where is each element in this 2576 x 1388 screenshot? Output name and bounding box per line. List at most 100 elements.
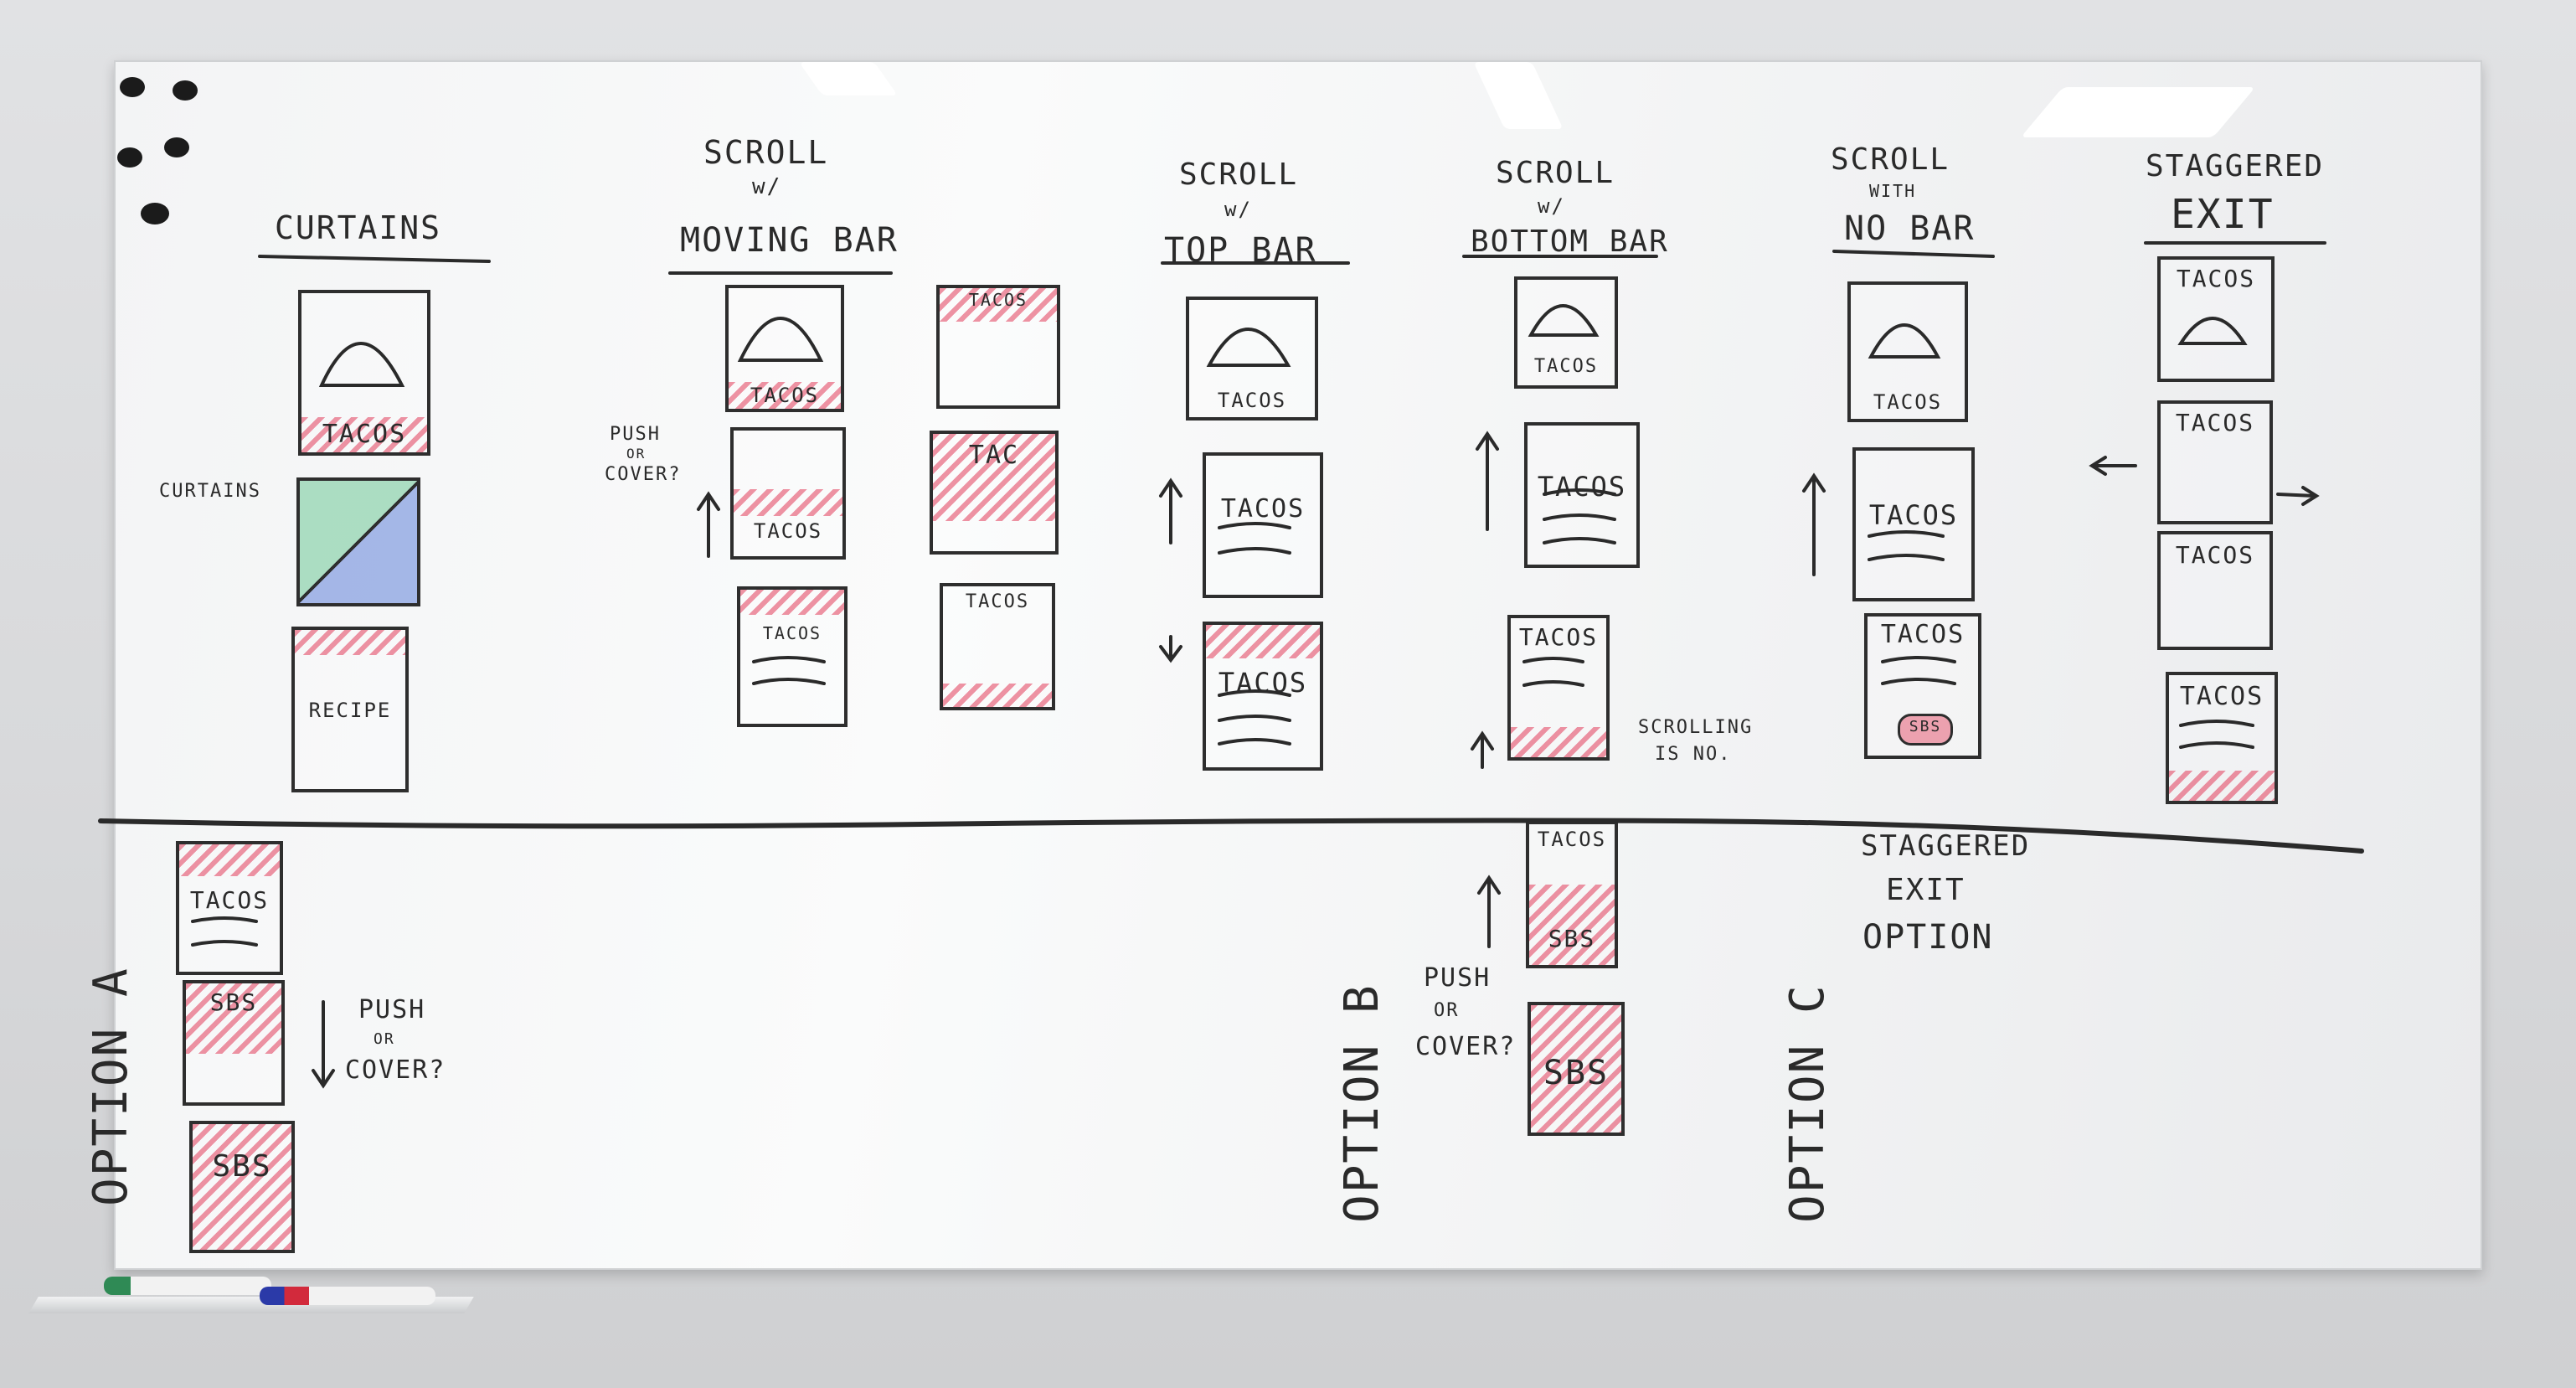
note-scrolling-2: IS NO. bbox=[1655, 744, 1732, 765]
highlight-band bbox=[295, 630, 405, 655]
heading-scroll-bottom-2: w/ bbox=[1538, 194, 1565, 218]
red-marker[interactable] bbox=[260, 1287, 435, 1305]
sketch-card: TACOS bbox=[1847, 281, 1968, 422]
arrow-up-icon bbox=[1476, 431, 1499, 531]
dome-icon bbox=[2177, 317, 2248, 345]
sketch-card: TACOS bbox=[176, 841, 283, 975]
card-label: TACOS bbox=[189, 886, 270, 914]
text-lines bbox=[1543, 488, 1616, 544]
dome-icon bbox=[1528, 304, 1600, 337]
sketch-card: SBS bbox=[1528, 1002, 1625, 1136]
option-c-staggered-1: STAGGERED bbox=[1861, 829, 2031, 863]
card-label: TACOS bbox=[1537, 471, 1627, 503]
card-label: TACOS bbox=[1868, 499, 1959, 531]
arrow-up-icon bbox=[1477, 875, 1501, 948]
highlight-band bbox=[933, 434, 1055, 521]
sketch-card: TACOS bbox=[298, 290, 430, 456]
sketch-card: TACOS bbox=[940, 583, 1055, 710]
heading-curtains: CURTAINS bbox=[275, 209, 442, 246]
magnet-icon[interactable] bbox=[120, 77, 145, 97]
dome-icon bbox=[318, 342, 405, 387]
highlight-band bbox=[186, 983, 281, 1054]
card-label: TACOS bbox=[1873, 390, 1943, 414]
text-lines bbox=[2179, 720, 2254, 749]
sketch-card: TACOS SBS bbox=[1526, 821, 1618, 968]
card-label: TACOS bbox=[1217, 389, 1287, 412]
underline bbox=[258, 255, 491, 263]
highlight-band bbox=[740, 590, 844, 615]
card-label: TACOS bbox=[1533, 356, 1599, 377]
arrow-up-icon bbox=[1802, 472, 1826, 576]
card-label: TACOS bbox=[762, 623, 822, 643]
magnet-icon[interactable] bbox=[164, 137, 189, 157]
card-label: TACOS bbox=[2179, 682, 2264, 711]
sketch-card: SBS bbox=[183, 980, 285, 1106]
highlight-band bbox=[1531, 1005, 1621, 1133]
magnet-icon[interactable] bbox=[141, 203, 169, 224]
card-label: SBS bbox=[1909, 718, 1942, 735]
arrow-up-icon bbox=[1159, 477, 1182, 544]
text-lines bbox=[1881, 656, 1956, 685]
heading-staggered-2: EXIT bbox=[2171, 191, 2275, 238]
option-a-push-2: OR bbox=[374, 1030, 395, 1048]
curtains-sketch bbox=[296, 477, 420, 606]
highlight-band bbox=[729, 382, 841, 409]
card-label: TACOS bbox=[965, 591, 1030, 612]
highlight-band bbox=[179, 844, 280, 876]
heading-scroll-bottom-1: SCROLL bbox=[1496, 156, 1615, 190]
heading-scroll-none-1: SCROLL bbox=[1831, 142, 1950, 177]
option-a-push-1: PUSH bbox=[358, 995, 426, 1024]
card-label: SBS bbox=[1548, 925, 1596, 952]
sketch-card: SBS bbox=[189, 1121, 295, 1253]
option-b-push-1: PUSH bbox=[1424, 963, 1492, 993]
text-lines bbox=[1522, 657, 1584, 687]
green-marker[interactable] bbox=[104, 1277, 271, 1295]
heading-scroll-none-2: WITH bbox=[1869, 181, 1917, 201]
note-curtains: CURTAINS bbox=[159, 481, 261, 502]
highlight-band bbox=[193, 1124, 291, 1250]
card-label: SBS bbox=[1543, 1054, 1610, 1092]
heading-scroll-top-1: SCROLL bbox=[1179, 157, 1299, 192]
magnet-icon[interactable] bbox=[173, 80, 198, 101]
note-push-cover-1a: PUSH bbox=[610, 424, 661, 445]
sketch-card: TACOS bbox=[1852, 447, 1975, 601]
sketch-card: TACOS bbox=[1186, 297, 1318, 421]
card-label: SBS bbox=[212, 1149, 272, 1184]
sketch-card: TACOS bbox=[2157, 400, 2273, 524]
note-scrolling-1: SCROLLING bbox=[1638, 717, 1754, 738]
card-label: TACOS bbox=[2176, 265, 2256, 292]
arrow-up-icon bbox=[697, 491, 720, 558]
heading-scroll-none-3: NO BAR bbox=[1844, 209, 1976, 248]
card-label: TACOS bbox=[750, 384, 820, 407]
card-label: TACOS bbox=[2175, 409, 2255, 436]
card-label: TACOS bbox=[1880, 620, 1965, 649]
highlight-band bbox=[301, 417, 427, 452]
dome-icon bbox=[1868, 323, 1941, 359]
heading-staggered-1: STAGGERED bbox=[2146, 149, 2325, 183]
arrow-up-icon bbox=[1471, 730, 1494, 769]
text-lines bbox=[752, 656, 826, 685]
arrow-down-icon bbox=[312, 1000, 335, 1089]
option-a-push-3: COVER? bbox=[345, 1055, 446, 1085]
option-b-push-3: COVER? bbox=[1415, 1032, 1517, 1061]
dome-icon bbox=[737, 317, 824, 362]
heading-scroll-moving-2: w/ bbox=[752, 174, 782, 199]
option-c-staggered-3: OPTION bbox=[1862, 918, 1994, 957]
text-lines bbox=[1868, 530, 1945, 561]
arrow-down-icon bbox=[1159, 635, 1182, 663]
option-b-push-2: OR bbox=[1434, 1000, 1460, 1021]
sketch-card: TAC bbox=[930, 431, 1059, 555]
card-label: TACOS bbox=[322, 420, 407, 449]
sketch-card: TACOS bbox=[725, 285, 844, 412]
sketch-card: TACOS bbox=[2166, 672, 2278, 804]
text-lines bbox=[191, 916, 258, 947]
highlight-band bbox=[1511, 727, 1606, 757]
magnet-icon[interactable] bbox=[117, 147, 142, 168]
card-label: RECIPE bbox=[308, 699, 392, 722]
sketch-card: TACOS bbox=[2157, 531, 2273, 650]
heading-scroll-bottom-3: BOTTOM BAR bbox=[1471, 224, 1669, 259]
sketch-card: TACOS bbox=[737, 586, 848, 727]
card-label: TACOS bbox=[1220, 494, 1306, 524]
sketch-card: TACOS bbox=[730, 427, 846, 560]
